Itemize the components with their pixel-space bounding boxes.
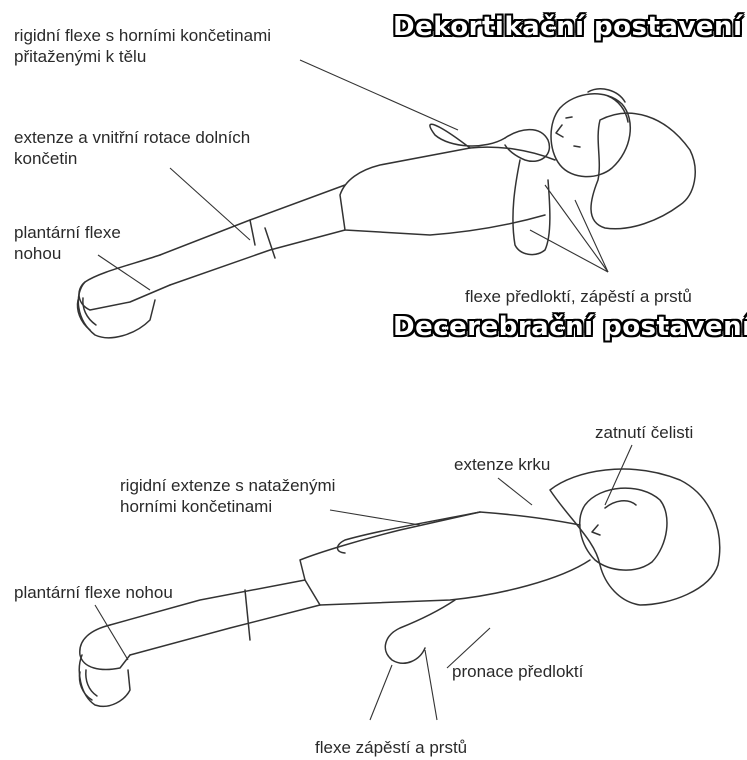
label-plantar-flexion-bottom: plantární flexe nohou xyxy=(14,582,173,603)
top-head xyxy=(551,94,630,177)
label-leg-extension-line1: extenze a vnitřní rotace dolních xyxy=(14,127,250,148)
top-torso xyxy=(340,147,555,235)
bottom-knee xyxy=(245,590,250,640)
bottom-torso xyxy=(300,512,590,605)
label-plantar-flexion-top-line2: nohou xyxy=(14,243,121,264)
label-forearm-pronation: pronace předloktí xyxy=(452,661,583,682)
top-lower-arm xyxy=(513,160,550,255)
bottom-upper-arm xyxy=(338,512,481,553)
label-leg-extension: extenze a vnitřní rotace dolních končeti… xyxy=(14,127,250,169)
label-jaw-clench: zatnutí čelisti xyxy=(595,422,693,443)
label-plantar-flexion-top: plantární flexe nohou xyxy=(14,222,121,264)
label-wrist-flexion: flexe zápěstí a prstů xyxy=(315,737,467,758)
label-arms-flexion-line2: přitaženými k tělu xyxy=(14,46,271,67)
label-arm-extension-line2: horními končetinami xyxy=(120,496,335,517)
label-arms-flexion: rigidní flexe s horními končetinami přit… xyxy=(14,25,271,67)
label-plantar-flexion-top-line1: plantární flexe xyxy=(14,222,121,243)
decorticate-title: Dekortikační postavení xyxy=(393,12,742,42)
label-arm-extension-line1: rigidní extenze s nataženými xyxy=(120,475,335,496)
label-leg-extension-line2: končetin xyxy=(14,148,250,169)
top-upper-arm xyxy=(430,124,505,148)
top-forearm xyxy=(505,130,549,162)
bottom-forearm xyxy=(385,600,455,663)
top-leaders xyxy=(98,60,608,290)
decerebrate-title: Decerebrační postavení xyxy=(393,312,747,342)
label-arm-extension: rigidní extenze s nataženými horními kon… xyxy=(120,475,335,517)
label-neck-extension: extenze krku xyxy=(454,454,550,475)
bottom-face xyxy=(592,501,636,535)
bottom-shin xyxy=(80,625,130,669)
label-arms-flexion-line1: rigidní flexe s horními končetinami xyxy=(14,25,271,46)
bottom-pillow xyxy=(550,469,720,605)
top-face xyxy=(556,117,580,147)
label-forearm-flexion: flexe předloktí, zápěstí a prstů xyxy=(465,286,692,307)
